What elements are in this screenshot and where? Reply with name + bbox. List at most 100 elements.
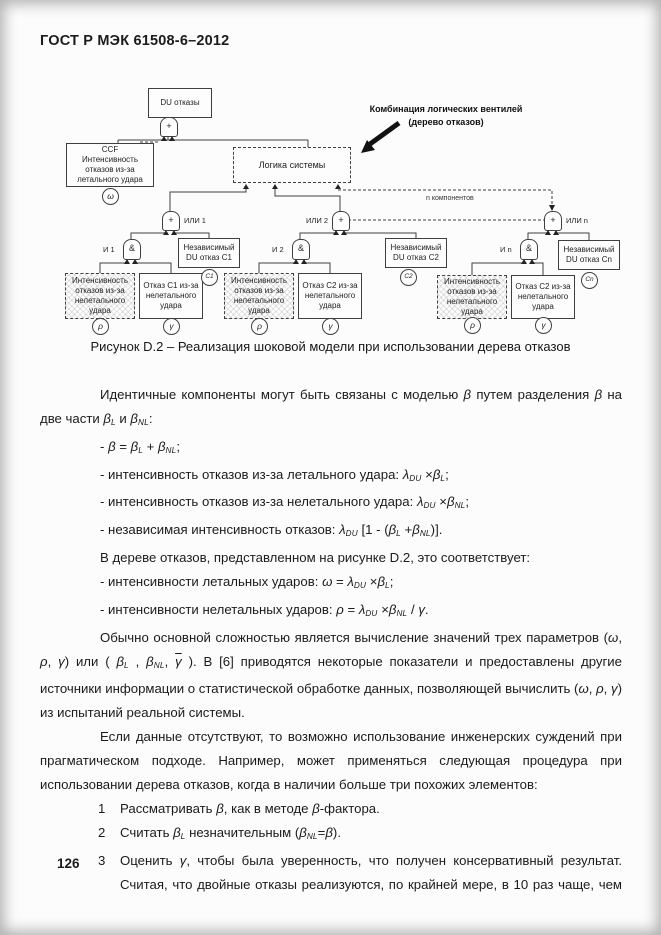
text-segment: L: [110, 417, 116, 427]
text-segment: Считать: [120, 825, 174, 841]
text-segment: DU: [365, 608, 378, 618]
text-segment: Если данные отсутствуют, то возможно исп…: [40, 729, 622, 793]
text-segment: β: [388, 522, 397, 538]
paragraph: - независимая интенсивность отказов: λDU…: [40, 518, 622, 546]
paragraph: Обычно основной сложностью является вычи…: [40, 626, 622, 726]
c2-circle: C2: [400, 269, 417, 286]
text-segment: λ: [358, 601, 366, 617]
annotation-line2: (дерево отказов): [408, 117, 484, 127]
text-segment: β: [173, 825, 181, 841]
and-gate-n-label: И n: [500, 245, 512, 254]
text-segment: =: [343, 601, 359, 617]
text-segment: ,: [618, 629, 622, 645]
annotation-line1: Комбинация логических вентилей: [369, 104, 523, 114]
text-segment: β: [312, 801, 320, 817]
or-gate-2: +: [332, 211, 350, 231]
text-segment: γ: [611, 681, 618, 697]
fault-tree-figure: DU отказы + CCF Интенсивность отказов из…: [0, 85, 661, 343]
text-segment: β: [377, 573, 385, 589]
ccf-lethal-shock-box: CCF Интенсивность отказов из-за летально…: [66, 143, 154, 187]
text-segment: β: [325, 825, 333, 841]
text-segment: L: [138, 445, 143, 455]
list-number: 1: [98, 801, 106, 817]
page-number: 126: [57, 856, 80, 871]
text-segment: NL: [396, 608, 408, 618]
text-segment: L: [124, 660, 129, 670]
text-segment: λ: [402, 466, 410, 482]
du-failures-box: DU отказы: [148, 88, 212, 118]
text-segment: β: [146, 653, 154, 669]
text-segment: NL: [454, 501, 466, 511]
text-segment: β: [299, 825, 307, 841]
text-segment: β: [216, 801, 224, 817]
text-segment: γ: [175, 653, 182, 669]
text-segment: ω: [578, 681, 589, 697]
text-segment: β: [108, 438, 116, 454]
text-segment: Обычно основной сложностью является вычи…: [100, 629, 609, 645]
text-segment: +: [142, 438, 158, 454]
text-segment: ;: [389, 573, 394, 589]
or-gate-2-label: ИЛИ 2: [306, 216, 328, 225]
text-segment: ×: [366, 573, 378, 589]
text-segment: DU: [353, 580, 367, 590]
text-segment: Оценить: [120, 853, 180, 869]
paragraph: - интенсивности летальных ударов: ω = λD…: [40, 570, 622, 598]
text-segment: В дереве отказов, представленном на рису…: [100, 549, 531, 565]
or-gate-n: +: [544, 211, 562, 231]
rho-circle-n: ρ: [464, 317, 481, 334]
gamma-circle-2: γ: [322, 318, 339, 335]
text-segment: ). В [6] приводятся некоторые показатели…: [40, 653, 622, 697]
text-segment: ) или (: [64, 653, 117, 669]
text-segment: -фактора.: [319, 801, 380, 817]
text-segment: и: [115, 411, 131, 426]
text-segment: ρ: [40, 653, 48, 669]
connector-solid-lines: [99, 135, 590, 275]
text-segment: ;: [465, 494, 470, 510]
list-number: 2: [98, 825, 106, 841]
text-segment: ,: [603, 681, 612, 697]
page-header: ГОСТ Р МЭК 61508-6–2012: [40, 33, 230, 49]
failure-c1-nonlethal-box: Отказ C1 из-за нелетального удара: [139, 273, 203, 319]
text-segment: ,: [164, 653, 176, 669]
text-segment: β: [447, 494, 455, 510]
and-gate-2: &: [292, 239, 310, 260]
system-logic-box: Логика системы: [233, 147, 351, 183]
text-segment: γ: [418, 601, 425, 617]
text-segment: β: [103, 411, 111, 426]
text-segment: NL: [137, 417, 149, 427]
text-segment: .: [424, 601, 429, 617]
text-segment: - интенсивность отказов из-за нелетально…: [100, 494, 417, 510]
paragraph: - интенсивность отказов из-за летального…: [40, 463, 622, 491]
text-segment: ,: [588, 681, 597, 697]
text-segment: β: [594, 387, 603, 402]
text-segment: ω: [608, 629, 619, 645]
text-segment: ×: [435, 494, 448, 510]
nonlethal-intensity-box-n: Интенсивность отказов из-за нелетального…: [437, 275, 507, 319]
independent-du-failure-cn-box: Независимый DU отказ Cn: [558, 240, 620, 270]
text-segment: ×: [421, 466, 433, 482]
and-gate-n: &: [520, 239, 538, 260]
text-segment: β: [432, 466, 441, 482]
paragraph: - β = βL + βNL;: [40, 435, 622, 463]
text-segment: +: [400, 522, 413, 538]
text-segment: γ: [58, 653, 65, 669]
diagram-connectors: [99, 120, 590, 275]
text-segment: L: [396, 528, 401, 538]
paragraph: Если данные отсутствуют, то возможно исп…: [40, 725, 622, 797]
annotation-label: Комбинация логических вентилей (дерево о…: [358, 103, 534, 129]
c1-circle: C1: [201, 269, 218, 286]
or-gate-top: +: [160, 117, 178, 137]
gamma-circle-n: γ: [535, 317, 552, 334]
text-segment: ω: [322, 573, 333, 589]
text-segment: Рассматривать: [120, 801, 217, 817]
omega-circle: ω: [102, 188, 119, 205]
text-segment: , чтобы была уверенность, что получен ко…: [120, 853, 622, 893]
nonlethal-intensity-box-2: Интенсивность отказов из-за нелетального…: [224, 273, 294, 319]
text-segment: /: [407, 601, 419, 617]
text-segment: NL: [306, 832, 318, 842]
text-segment: β: [157, 438, 166, 454]
paragraph: Идентичные компоненты могут быть связаны…: [40, 383, 622, 435]
text-segment: =: [332, 573, 348, 589]
text-segment: β: [130, 438, 139, 454]
